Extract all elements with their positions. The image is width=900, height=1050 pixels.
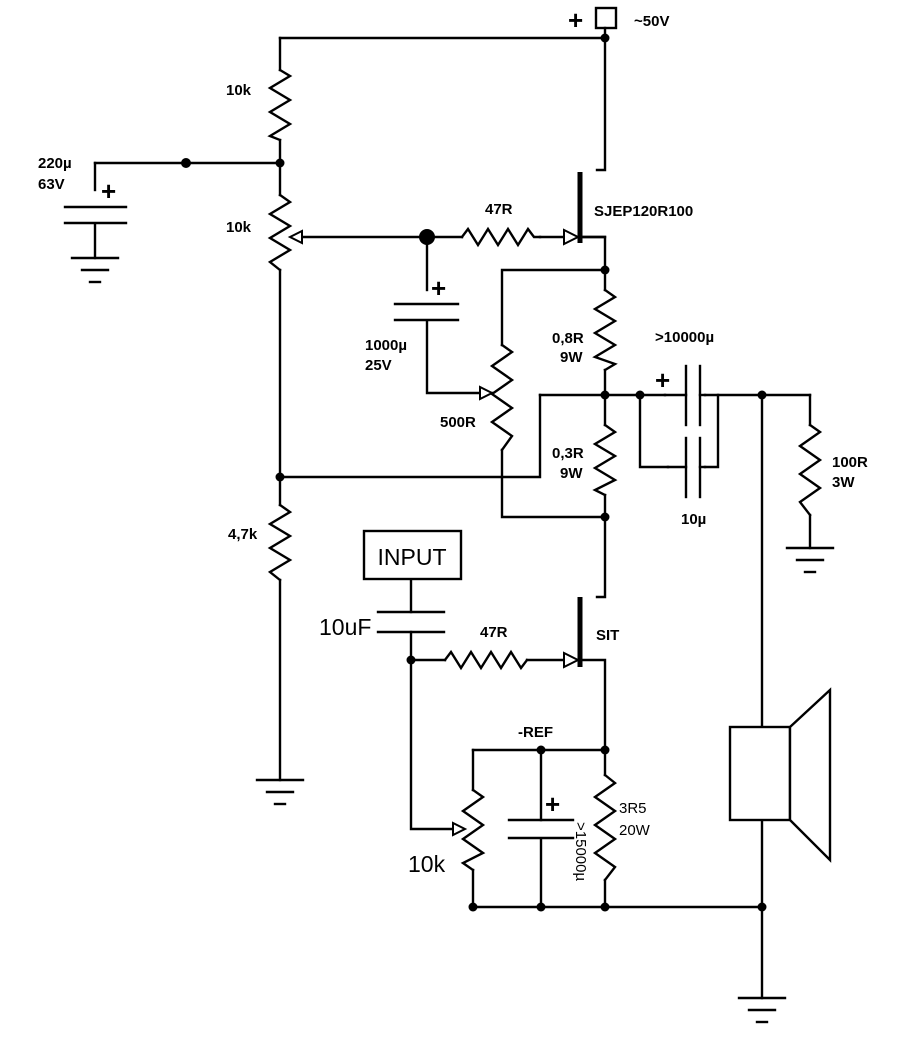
label-cap-220u-value: 220µ — [38, 155, 72, 172]
label-pot-ref: 10k — [408, 851, 446, 877]
ground-icon-speaker — [737, 996, 787, 1024]
label-r-0r8-value: 0,8R — [552, 330, 584, 347]
ground-icon-100r — [785, 546, 835, 574]
ground-icon-cap — [70, 256, 120, 284]
junction-dots — [181, 33, 767, 912]
cap-10000u-plus: + — [655, 365, 670, 395]
supply-terminal: + ~50V — [568, 5, 669, 35]
resistor-47r-upper: 47R — [460, 201, 542, 248]
capacitor-10u: 10µ — [666, 436, 706, 528]
cap-1000u-plus: + — [431, 273, 446, 303]
label-transistor-lower: SIT — [596, 627, 619, 644]
label-r-0r8-power: 9W — [560, 349, 583, 366]
resistor-top-divider: 10k — [226, 68, 293, 142]
label-r-top-divider: 10k — [226, 82, 252, 99]
cap-ref-plus: + — [545, 789, 560, 819]
capacitor-input: 10uF — [319, 610, 446, 640]
potentiometer-bias: 10k — [226, 193, 303, 272]
transistor-lower: SIT — [563, 597, 619, 669]
label-r-source-value: 3R5 — [619, 800, 647, 817]
capacitor-ref: + >15000µ — [507, 789, 589, 881]
resistor-source: 3R5 20W — [592, 773, 651, 882]
capacitor-10000u: + >10000µ — [655, 329, 714, 427]
label-pot-bias: 10k — [226, 219, 252, 236]
label-cap-1000u-value: 1000µ — [365, 337, 407, 354]
ground-icon-left — [255, 778, 305, 806]
label-r-0r3-power: 9W — [560, 465, 583, 482]
resistor-47r-lower: 47R — [443, 624, 529, 671]
label-cap-10u: 10µ — [681, 511, 706, 528]
label-r-100r-power: 3W — [832, 474, 855, 491]
potentiometer-500r: 500R — [440, 343, 515, 452]
potentiometer-ref: 10k — [408, 788, 486, 877]
label-cap-ref: >15000µ — [572, 822, 589, 881]
label-cap-1000u-voltage: 25V — [365, 357, 392, 374]
label-cap-input: 10uF — [319, 614, 371, 640]
label-pot-500r: 500R — [440, 414, 476, 431]
speaker-icon — [728, 687, 832, 863]
label-r-source-power: 20W — [619, 822, 651, 839]
resistor-100r: 100R 3W — [797, 423, 868, 517]
resistor-4k7: 4,7k — [228, 503, 293, 582]
capacitor-220u: + 220µ 63V — [38, 155, 128, 225]
label-r-47r-lower: 47R — [480, 624, 508, 641]
input-box: INPUT — [362, 529, 463, 581]
label-cap-220u-voltage: 63V — [38, 176, 65, 193]
label-input: INPUT — [378, 544, 447, 570]
label-r-47r-upper: 47R — [485, 201, 513, 218]
resistor-0r8: 0,8R 9W — [552, 288, 618, 372]
capacitor-1000u: + 1000µ 25V — [365, 273, 460, 374]
resistor-0r3: 0,3R 9W — [552, 423, 618, 497]
label-r-0r3-value: 0,3R — [552, 445, 584, 462]
supply-terminal-box — [594, 6, 618, 30]
label-cap-10000u: >10000µ — [655, 329, 714, 346]
label-transistor-upper: SJEP120R100 — [594, 203, 693, 220]
cap-220u-plus: + — [101, 176, 116, 206]
label-r-4k7: 4,7k — [228, 526, 258, 543]
supply-plus-sign: + — [568, 5, 583, 35]
label-ref: -REF — [518, 724, 553, 741]
transistor-upper: SJEP120R100 — [563, 172, 693, 246]
supply-voltage-label: ~50V — [634, 13, 669, 30]
label-r-100r-value: 100R — [832, 454, 868, 471]
